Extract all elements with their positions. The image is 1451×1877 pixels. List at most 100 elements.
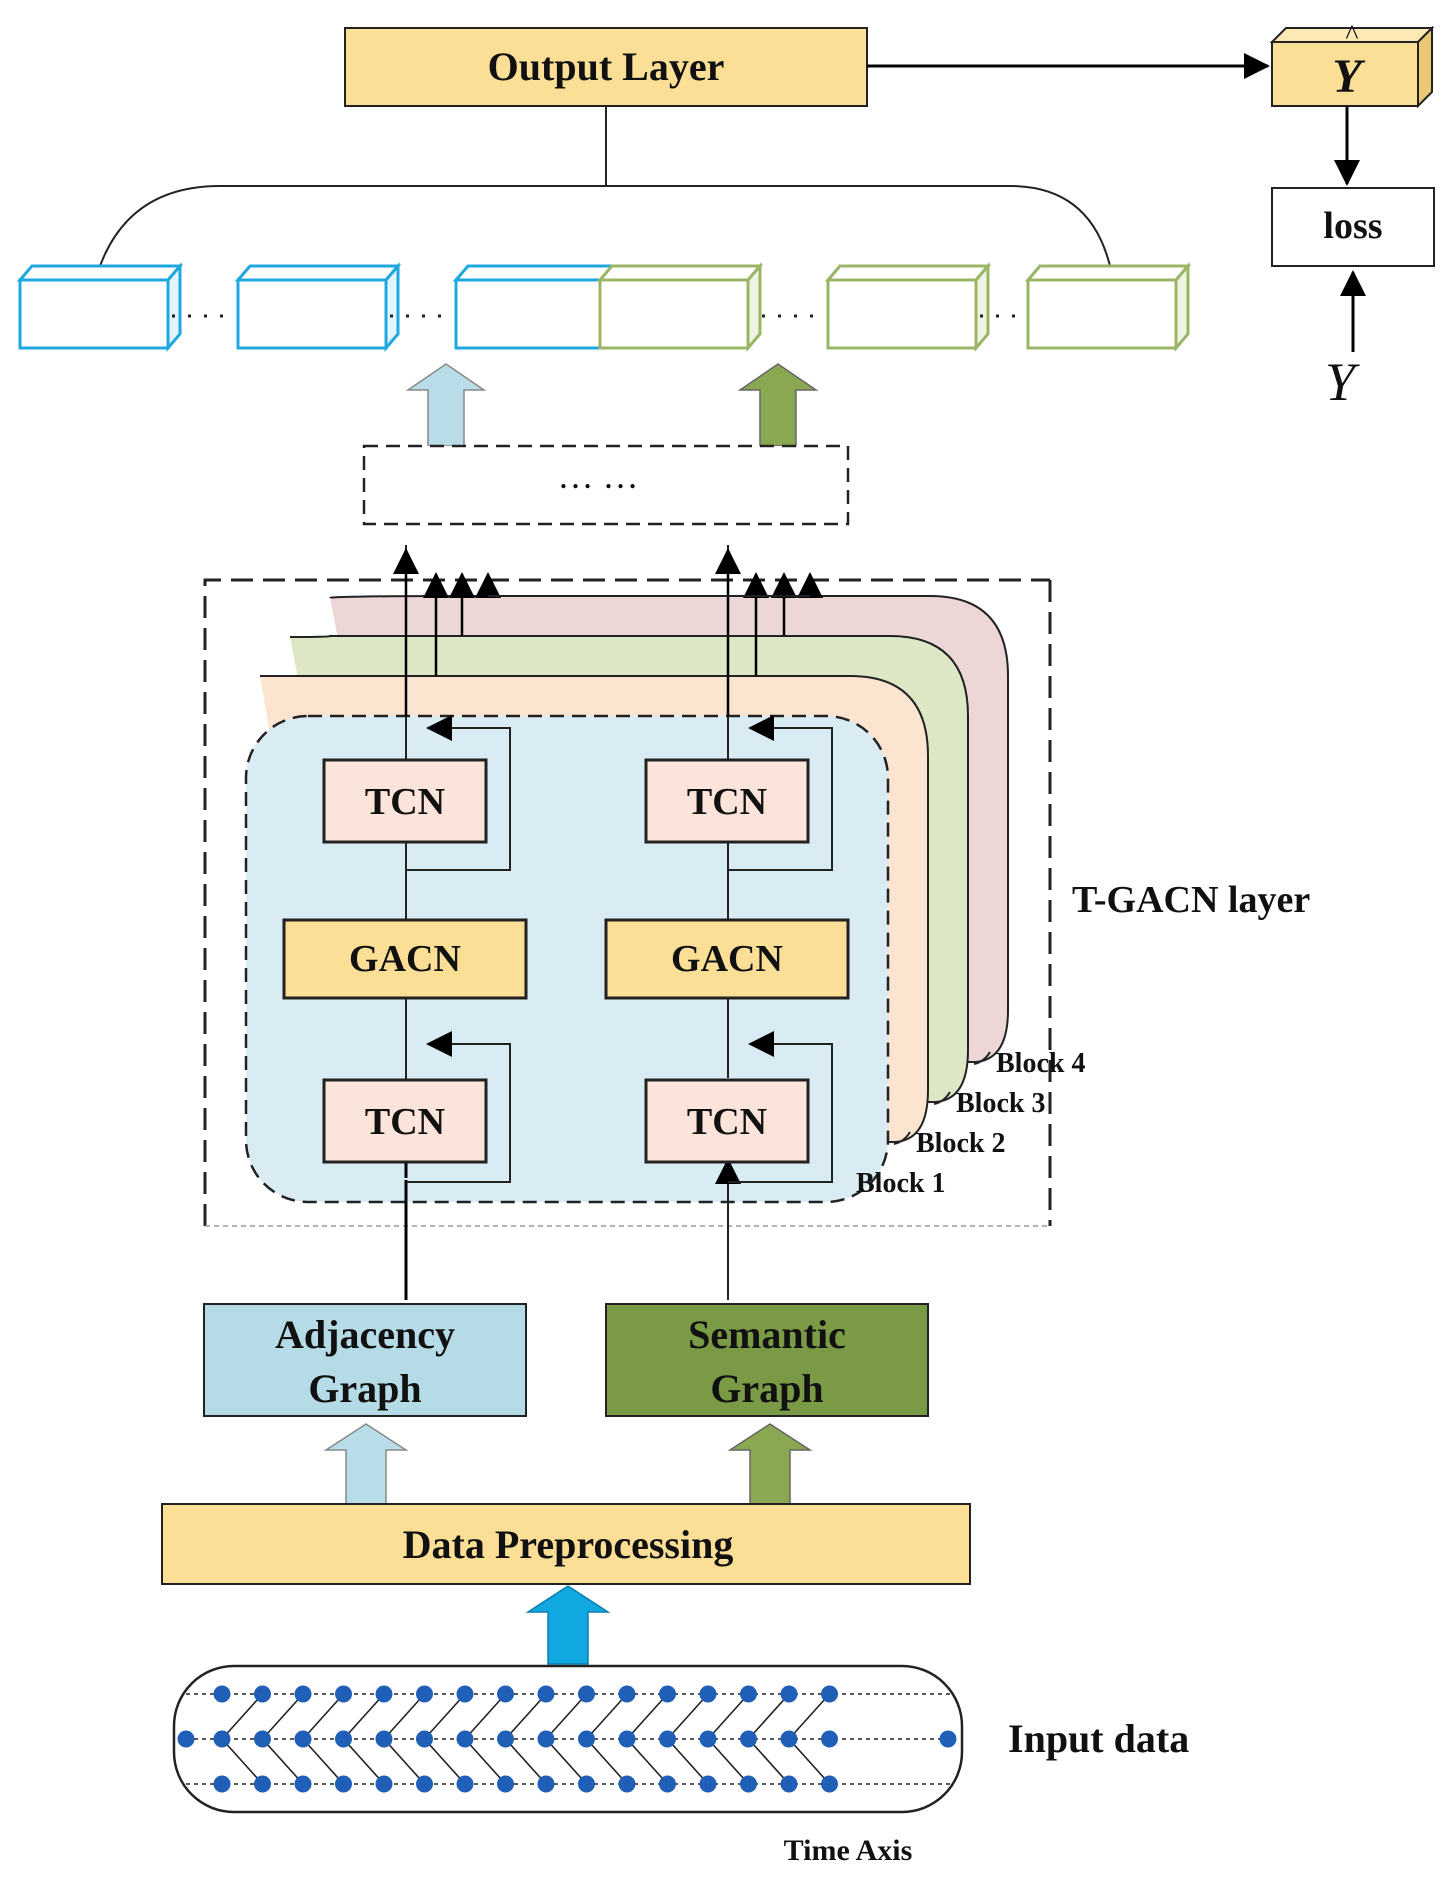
graph-node	[497, 1775, 514, 1793]
left-tcn-top-label: TCN	[365, 781, 445, 823]
yhat-label: Y	[1332, 50, 1365, 103]
graph-node	[456, 1775, 474, 1793]
graph-edge	[302, 1738, 345, 1785]
graph-node	[294, 1685, 312, 1703]
graph-edge	[707, 1738, 750, 1785]
hat-symbol: ^	[1345, 20, 1358, 51]
block-2-tick	[893, 1131, 911, 1145]
adjacency-graph-line2: Graph	[308, 1366, 421, 1411]
graph-edge	[342, 1693, 385, 1740]
graph-edge	[747, 1738, 790, 1785]
graph-edge	[585, 1693, 628, 1740]
graph-edge	[261, 1693, 304, 1740]
data-preprocessing-box	[161, 1503, 971, 1585]
yhat-cube	[1269, 25, 1435, 109]
graph-edge	[788, 1738, 831, 1785]
feature-cube-green-1	[596, 261, 764, 353]
adjacency-graph-box	[203, 1303, 527, 1417]
graph-node	[537, 1730, 555, 1748]
graph-node	[578, 1730, 595, 1748]
graph-node	[618, 1775, 636, 1793]
left-residual-bottom	[406, 1031, 511, 1183]
graph-node	[294, 1730, 312, 1748]
graph-node	[213, 1775, 231, 1793]
graph-edge	[545, 1693, 588, 1740]
feature-cube-green-3	[1024, 261, 1192, 353]
block-3-tick	[933, 1091, 951, 1105]
graph-node	[740, 1685, 757, 1703]
graph-node	[578, 1775, 595, 1793]
adjacency-graph-line1: Adjacency	[275, 1312, 455, 1357]
graph-node	[537, 1775, 555, 1793]
graph-node	[416, 1730, 433, 1748]
input-data-container	[172, 1664, 964, 1814]
graph-edge	[302, 1693, 345, 1740]
graph-node	[537, 1685, 555, 1703]
graph-node	[335, 1730, 352, 1748]
loss-label: loss	[1323, 205, 1382, 247]
blue-fat-arrow-bottom	[323, 1423, 409, 1505]
output-layer-box	[344, 27, 868, 107]
left-tcn-top	[322, 758, 488, 844]
graph-node	[699, 1685, 717, 1703]
block-1-label: Block 1	[856, 1168, 945, 1199]
graph-edge	[504, 1738, 547, 1785]
left-tcn-bottom-label: TCN	[365, 1101, 445, 1143]
green-fat-arrow-top	[737, 363, 819, 447]
graph-node	[659, 1775, 676, 1793]
left-residual-top	[406, 715, 511, 871]
right-gacn	[604, 918, 850, 1000]
graph-node	[821, 1730, 838, 1748]
graph-node	[416, 1685, 433, 1703]
graph-node	[618, 1730, 636, 1748]
graph-node	[375, 1685, 393, 1703]
graph-edge	[666, 1693, 709, 1740]
graph-node	[618, 1685, 636, 1703]
graph-node	[821, 1775, 838, 1793]
green-fat-arrow-bottom	[727, 1423, 813, 1505]
graph-edge	[464, 1693, 507, 1740]
graph-node	[740, 1730, 757, 1748]
graph-edge	[585, 1738, 628, 1785]
semantic-graph-box	[605, 1303, 929, 1417]
graph-edge	[545, 1738, 588, 1785]
graph-edge	[342, 1738, 385, 1785]
graph-edge	[383, 1693, 426, 1740]
graph-edge	[626, 1693, 669, 1740]
graph-node	[177, 1730, 195, 1748]
graph-node	[497, 1730, 514, 1748]
loss-box	[1271, 187, 1435, 267]
graph-edge	[423, 1738, 466, 1785]
data-preprocessing-label: Data Preprocessing	[403, 1522, 734, 1567]
right-tcn-top-label: TCN	[687, 781, 767, 823]
graph-node	[659, 1730, 676, 1748]
ellipsis-label: … …	[558, 456, 639, 496]
graph-edge	[423, 1693, 466, 1740]
ellipsis-box	[362, 444, 850, 526]
input-data-label: Input data	[1008, 1716, 1189, 1761]
graph-node	[497, 1685, 514, 1703]
graph-edge	[464, 1738, 507, 1785]
block-3-label: Block 3	[956, 1088, 1045, 1119]
block-4-tick	[973, 1051, 991, 1065]
blue-fat-arrow-top	[405, 363, 487, 447]
graph-node	[740, 1775, 757, 1793]
left-tcn-bottom	[322, 1078, 488, 1164]
right-residual-top	[728, 715, 833, 871]
graph-node	[699, 1730, 717, 1748]
tgacn-outer-box	[203, 578, 1052, 1226]
graph-node	[254, 1730, 271, 1748]
graph-node	[939, 1730, 957, 1748]
graph-node	[213, 1730, 231, 1748]
graph-edge	[666, 1738, 709, 1785]
graph-node	[213, 1685, 231, 1703]
graph-node	[375, 1775, 393, 1793]
semantic-graph-line2: Graph	[710, 1366, 823, 1411]
graph-node	[335, 1775, 352, 1793]
right-tcn-bottom	[644, 1078, 810, 1164]
tgacn-layer-label: T-GACN layer	[1072, 879, 1310, 921]
graph-node	[375, 1730, 393, 1748]
feature-cube-green-2	[824, 261, 992, 353]
graph-edge	[261, 1738, 304, 1785]
